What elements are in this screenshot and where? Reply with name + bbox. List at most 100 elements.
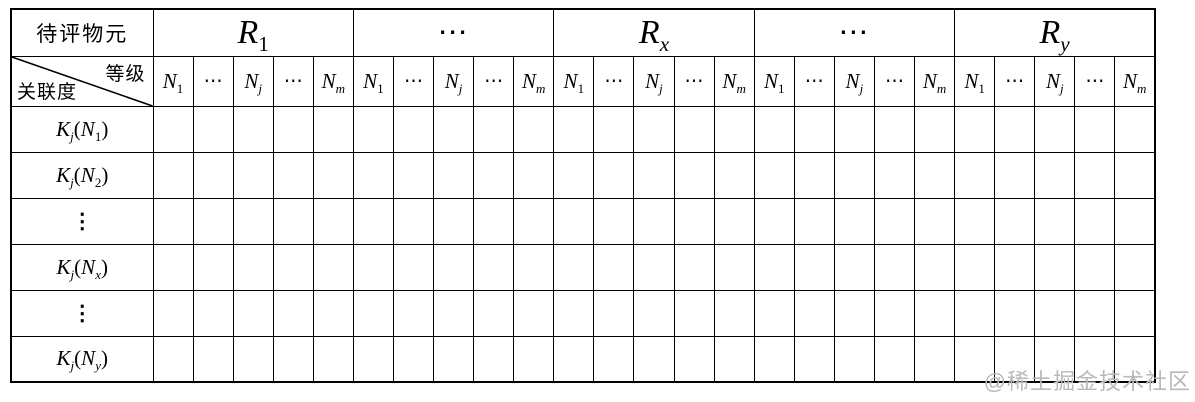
table-row: ⋮ bbox=[10, 289, 1156, 337]
data-cell bbox=[793, 151, 835, 199]
data-cell bbox=[913, 151, 956, 199]
data-cell bbox=[873, 197, 915, 245]
level-header-ellipsis: ⋯ bbox=[793, 55, 835, 107]
data-cell bbox=[473, 289, 515, 337]
data-cell bbox=[593, 151, 635, 199]
data-cell bbox=[753, 197, 795, 245]
data-cell bbox=[192, 289, 234, 337]
level-header-Nj: Nj bbox=[1034, 55, 1076, 107]
data-cell bbox=[1114, 335, 1156, 383]
level-symbol: Nj bbox=[1045, 68, 1064, 96]
data-cell bbox=[152, 289, 194, 337]
data-cell bbox=[753, 105, 795, 153]
level-symbol: Nm bbox=[1122, 68, 1147, 96]
level-header-ellipsis: ⋯ bbox=[392, 55, 435, 107]
data-cell bbox=[473, 243, 515, 291]
data-cell bbox=[1114, 105, 1156, 153]
row-label-K-Ny: Kj(Ny) bbox=[10, 335, 154, 383]
data-cell bbox=[192, 151, 234, 199]
level-symbol: Nj bbox=[845, 68, 864, 96]
level-header-ellipsis: ⋯ bbox=[192, 55, 234, 107]
data-cell bbox=[1074, 197, 1116, 245]
group-header-ellipsis: ⋯ bbox=[753, 8, 956, 57]
data-cell bbox=[673, 105, 715, 153]
data-cell bbox=[713, 105, 755, 153]
data-cell bbox=[272, 289, 314, 337]
level-symbol: N1 bbox=[162, 68, 184, 96]
level-header-N1: N1 bbox=[152, 55, 194, 107]
data-cell bbox=[793, 105, 835, 153]
data-cell bbox=[954, 197, 996, 245]
data-cell bbox=[873, 243, 915, 291]
data-cell bbox=[152, 243, 194, 291]
level-header-Nm: Nm bbox=[913, 55, 956, 107]
row-expression: Kj(Ny) bbox=[56, 346, 108, 374]
data-cell bbox=[392, 335, 435, 383]
data-cell bbox=[673, 335, 715, 383]
group-header-R1: R1 bbox=[152, 8, 354, 57]
diagonal-divider-line bbox=[12, 57, 152, 105]
data-cell bbox=[954, 289, 996, 337]
data-cell bbox=[152, 335, 194, 383]
data-cell bbox=[232, 197, 274, 245]
data-cell bbox=[272, 151, 314, 199]
data-cell bbox=[513, 335, 555, 383]
data-cell bbox=[633, 105, 675, 153]
level-header-Nm: Nm bbox=[312, 55, 354, 107]
level-header-ellipsis: ⋯ bbox=[994, 55, 1036, 107]
level-symbol: N1 bbox=[363, 68, 384, 96]
data-cell bbox=[713, 335, 755, 383]
level-symbol: Nj bbox=[444, 68, 463, 96]
level-header-Nj: Nj bbox=[833, 55, 875, 107]
corner-cell-label: 待评物元 bbox=[10, 8, 154, 57]
data-cell bbox=[1034, 289, 1076, 337]
data-cell bbox=[1074, 335, 1116, 383]
data-cell bbox=[312, 197, 354, 245]
data-cell bbox=[473, 151, 515, 199]
data-cell bbox=[1074, 289, 1116, 337]
row-label-K-N1: Kj(N1) bbox=[10, 105, 154, 153]
data-cell bbox=[994, 105, 1036, 153]
data-cell bbox=[753, 243, 795, 291]
data-cell bbox=[833, 105, 875, 153]
data-cell bbox=[553, 335, 595, 383]
data-cell bbox=[192, 335, 234, 383]
data-cell bbox=[994, 243, 1036, 291]
data-cell bbox=[513, 197, 555, 245]
group-header-ellipsis: ⋯ bbox=[352, 8, 555, 57]
level-header-Nm: Nm bbox=[713, 55, 755, 107]
data-cell bbox=[473, 105, 515, 153]
level-header-Nm: Nm bbox=[513, 55, 555, 107]
data-cell bbox=[593, 105, 635, 153]
data-cell bbox=[713, 197, 755, 245]
level-symbol: ⋯ bbox=[1085, 70, 1105, 92]
data-cell bbox=[433, 335, 475, 383]
data-cell bbox=[873, 335, 915, 383]
level-symbol: ⋯ bbox=[604, 70, 624, 92]
table-row: Kj(Ny) bbox=[10, 335, 1156, 383]
data-cell bbox=[873, 105, 915, 153]
data-cell bbox=[913, 335, 956, 383]
level-symbol: ⋯ bbox=[804, 70, 824, 92]
data-cell bbox=[673, 289, 715, 337]
data-cell bbox=[352, 243, 394, 291]
data-cell bbox=[954, 243, 996, 291]
data-cell bbox=[593, 243, 635, 291]
data-cell bbox=[272, 335, 314, 383]
level-symbol: Nj bbox=[645, 68, 663, 96]
data-cell bbox=[593, 335, 635, 383]
row-expression: Kj(N2) bbox=[56, 162, 109, 190]
row-label-K-N2: Kj(N2) bbox=[10, 151, 154, 199]
data-cell bbox=[433, 105, 475, 153]
data-cell bbox=[1034, 243, 1076, 291]
data-cell bbox=[272, 105, 314, 153]
group-header-Rx: Rx bbox=[553, 8, 755, 57]
data-cell bbox=[392, 197, 435, 245]
data-cell bbox=[673, 197, 715, 245]
data-cell bbox=[1034, 197, 1076, 245]
row-expression: Kj(N1) bbox=[56, 116, 109, 144]
data-cell bbox=[1034, 335, 1076, 383]
data-cell bbox=[513, 151, 555, 199]
data-cell bbox=[232, 151, 274, 199]
